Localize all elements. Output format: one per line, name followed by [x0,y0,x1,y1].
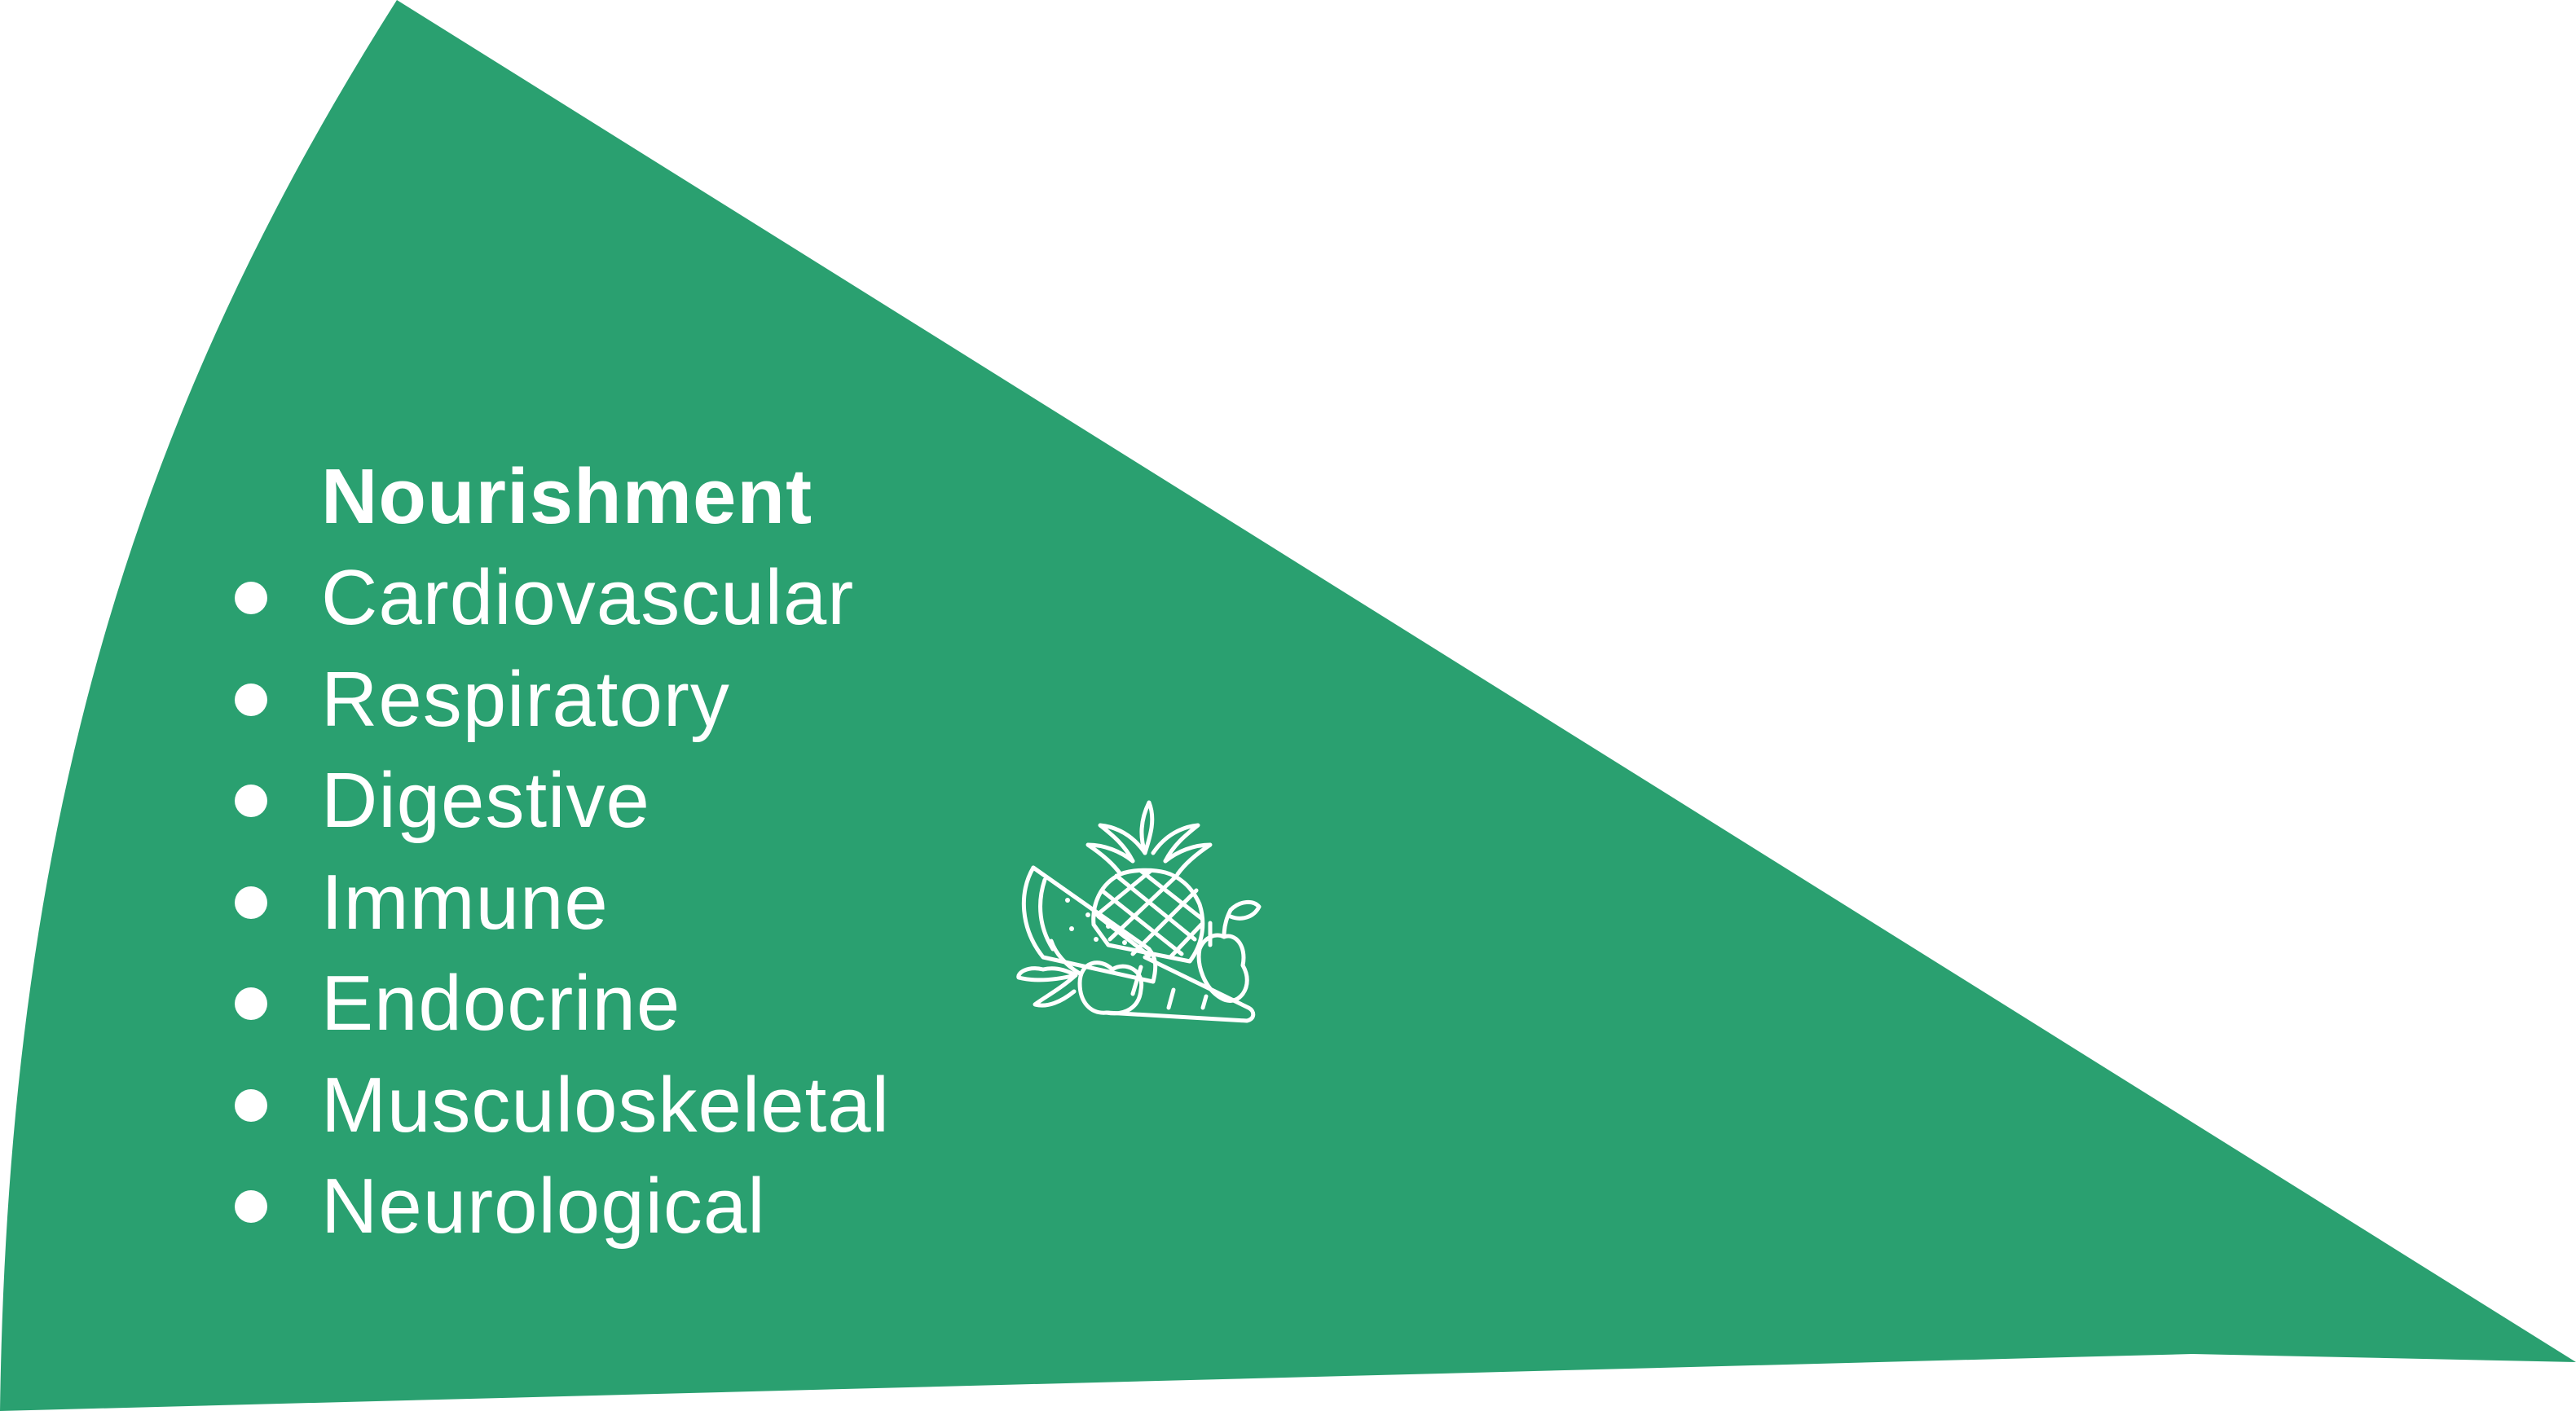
list-item: Neurological [228,1156,890,1258]
list-item-label: Musculoskeletal [321,1061,890,1149]
bullet-icon [235,683,267,716]
list-item: Immune [228,852,890,954]
list-item-label: Respiratory [321,655,730,743]
segment-text-block: Nourishment Cardiovascular Respiratory D… [228,446,890,1258]
bullet-icon [235,582,267,615]
bullet-icon [235,987,267,1021]
list-item: Respiratory [228,649,890,751]
list-item: Musculoskeletal [228,1055,890,1157]
systems-list: Cardiovascular Respiratory Digestive Imm… [228,547,890,1258]
list-item-label: Cardiovascular [321,554,855,642]
bullet-icon [235,1088,267,1122]
list-item: Cardiovascular [228,547,890,649]
bullet-icon [235,785,267,818]
bullet-icon [235,886,267,919]
list-item-label: Immune [321,858,609,946]
bullet-icon [235,1190,267,1224]
list-item: Endocrine [228,953,890,1055]
list-item-label: Endocrine [321,960,681,1048]
fruits-vegetables-icon [1016,800,1262,1023]
list-item-label: Digestive [321,757,650,845]
segment-title: Nourishment [321,453,813,540]
list-item: Digestive [228,750,890,852]
list-item-label: Neurological [321,1163,766,1251]
